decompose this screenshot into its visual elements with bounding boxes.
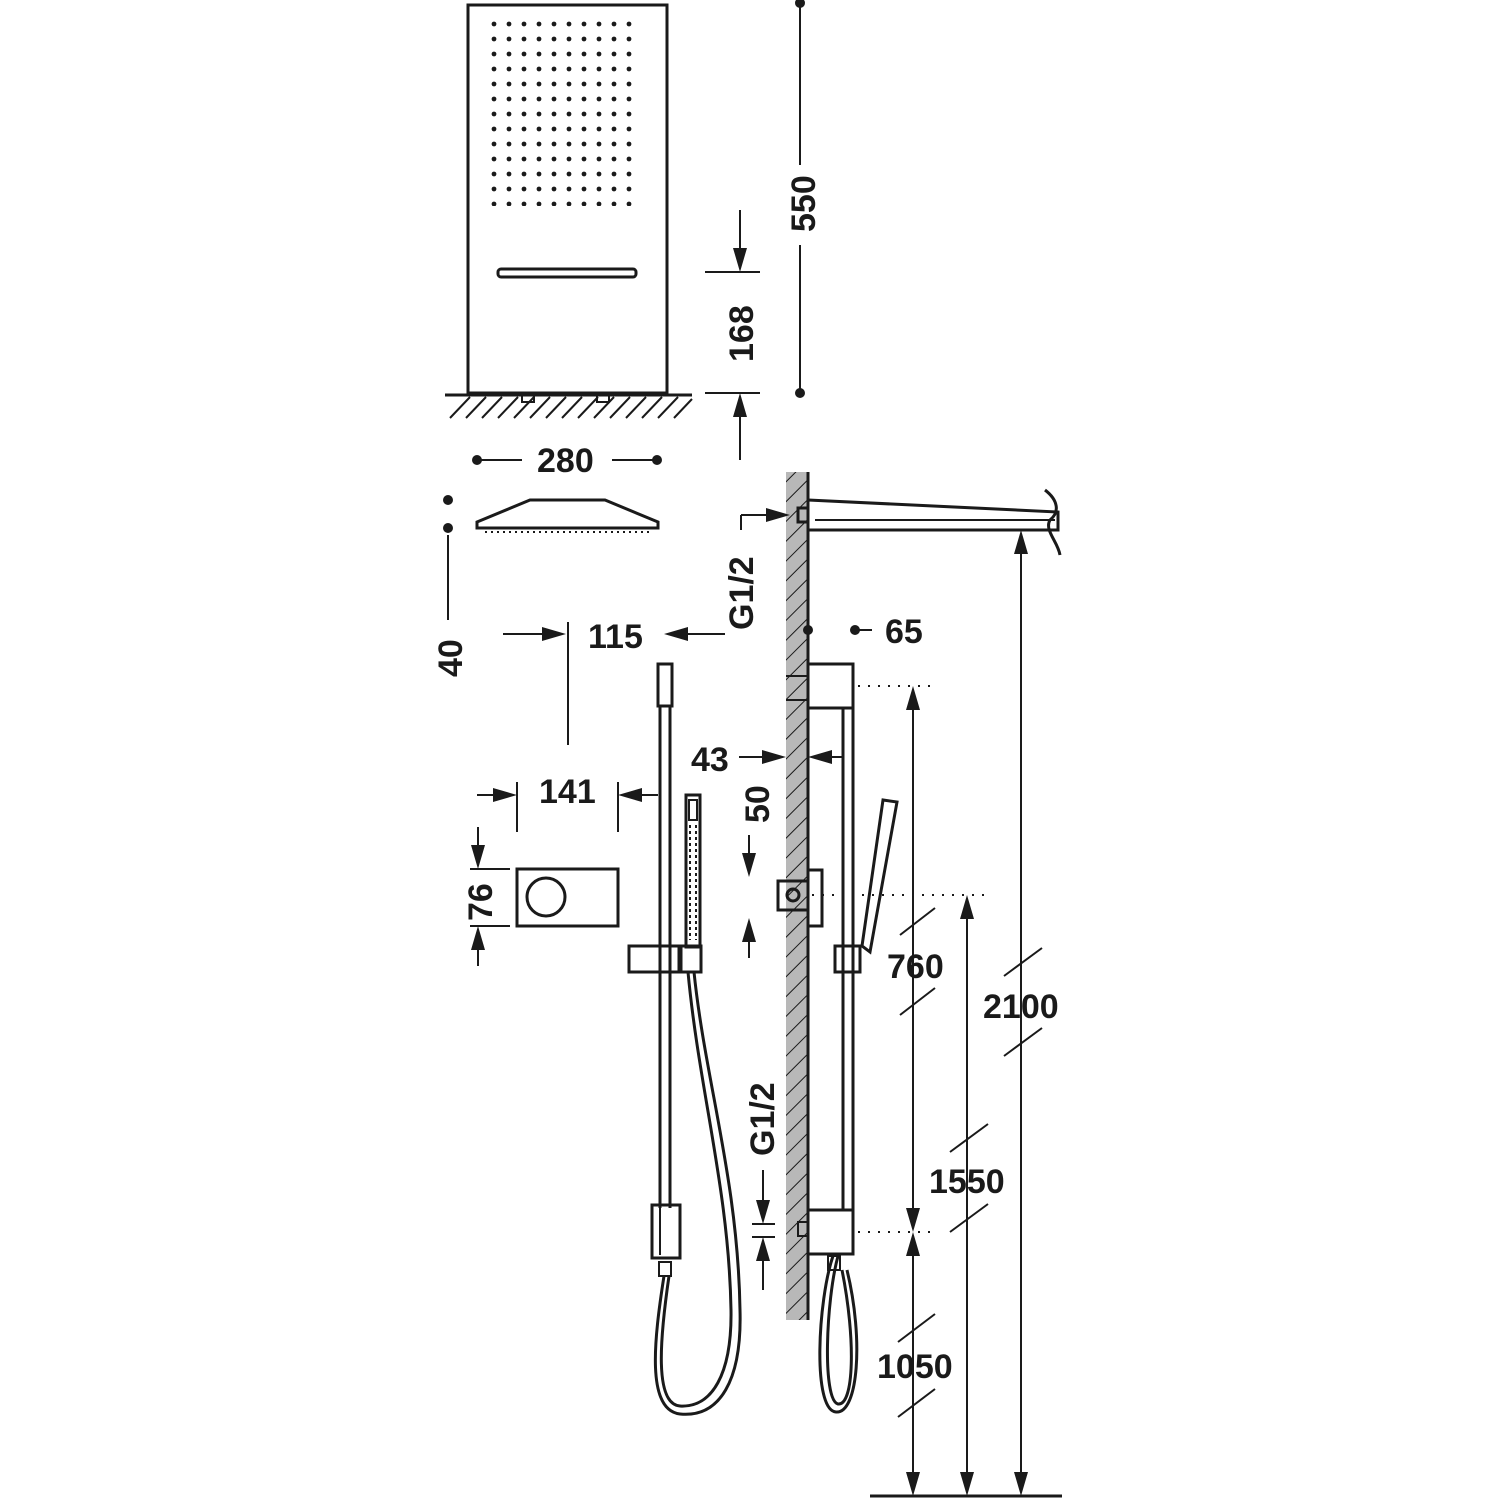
dim-1050: 1050 bbox=[877, 1232, 953, 1496]
label-280: 280 bbox=[537, 442, 594, 480]
wall-section bbox=[786, 472, 810, 1320]
label-50: 50 bbox=[739, 785, 777, 823]
shower-panel-front-view bbox=[445, 3, 693, 419]
waterfall-slot bbox=[496, 267, 638, 279]
ceiling-hatch bbox=[449, 396, 693, 419]
slide-bar-side bbox=[786, 662, 899, 1414]
dim-760: 760 bbox=[887, 686, 944, 1232]
label-115: 115 bbox=[588, 618, 643, 656]
label-65: 65 bbox=[885, 613, 923, 651]
shower-head-profile: 40 bbox=[432, 495, 660, 677]
label-g12-bottom: G1/2 bbox=[744, 1082, 782, 1156]
thermostatic-mixer-front bbox=[515, 867, 620, 928]
label-g12-top: G1/2 bbox=[723, 556, 761, 630]
dim-50: 50 bbox=[739, 785, 777, 958]
label-141: 141 bbox=[539, 773, 596, 811]
dim-550: 550 bbox=[785, 0, 823, 398]
spray-nozzle-grid bbox=[490, 20, 640, 206]
dim-2100: 2100 bbox=[983, 530, 1059, 1496]
label-1550: 1550 bbox=[929, 1163, 1005, 1201]
dim-168: 168 bbox=[705, 210, 761, 460]
overhead-shower-side bbox=[796, 488, 1062, 556]
slide-bar-front bbox=[627, 662, 742, 1416]
label-550: 550 bbox=[785, 175, 823, 232]
label-76: 76 bbox=[462, 883, 500, 921]
dim-g12-bottom: G1/2 bbox=[744, 1082, 782, 1290]
label-43: 43 bbox=[691, 741, 729, 779]
thermostatic-mixer-side bbox=[776, 868, 824, 928]
dim-1550: 1550 bbox=[929, 895, 1005, 1496]
dim-76: 76 bbox=[462, 827, 510, 966]
label-2100: 2100 bbox=[983, 988, 1059, 1026]
dim-43: 43 bbox=[691, 741, 843, 779]
dim-141: 141 bbox=[477, 773, 658, 832]
label-1050: 1050 bbox=[877, 1348, 953, 1386]
dim-g12-top: G1/2 bbox=[723, 508, 790, 630]
dim-65: 65 bbox=[803, 613, 923, 651]
label-760: 760 bbox=[887, 948, 944, 986]
label-168: 168 bbox=[723, 305, 761, 362]
dim-280: 280 bbox=[472, 442, 662, 480]
dim-115: 115 bbox=[503, 618, 725, 745]
label-40: 40 bbox=[432, 639, 470, 677]
